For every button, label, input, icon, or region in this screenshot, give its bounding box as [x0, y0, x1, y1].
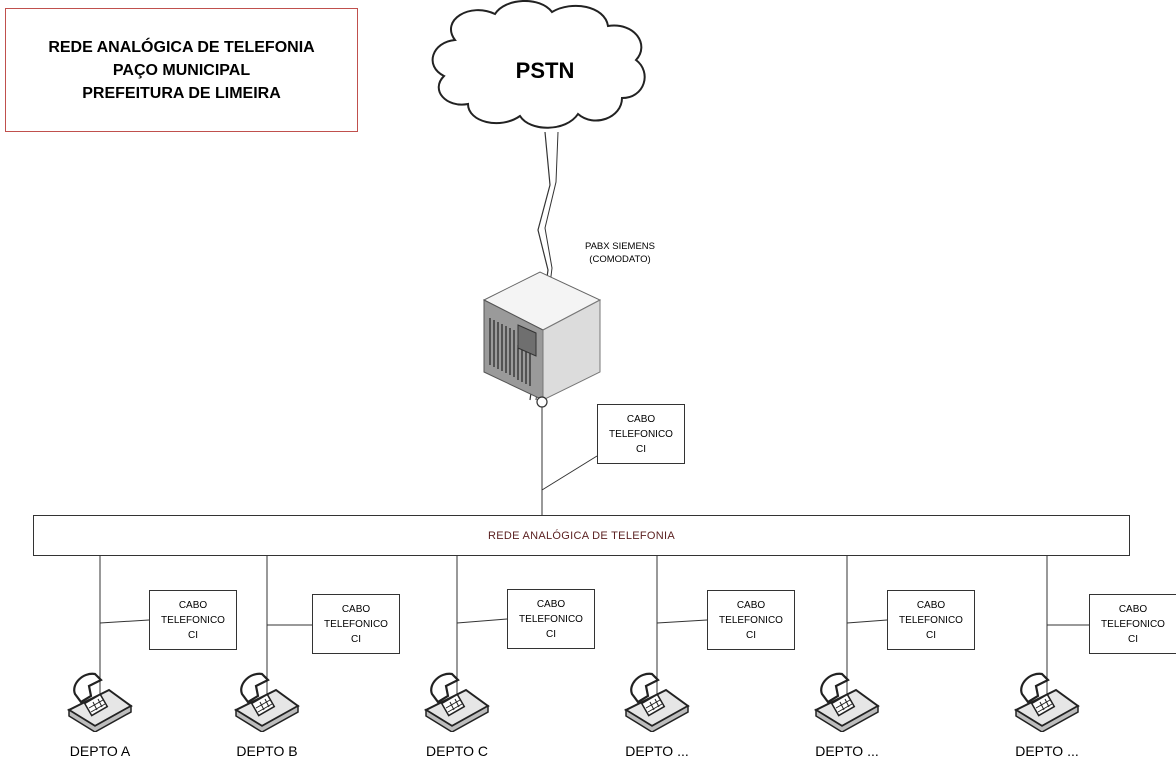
title-line-2: PAÇO MUNICIPAL — [112, 61, 251, 79]
cable-line-3: CI — [1128, 633, 1138, 645]
cable-leader-a — [99, 619, 150, 624]
main-cable-box: CABO TELEFONICO CI — [597, 404, 685, 464]
cable-line-1: CABO — [341, 603, 371, 615]
cable-line-1: CABO — [1118, 603, 1148, 615]
cable-line-1: CABO — [536, 598, 566, 610]
cable-line-3: CI — [351, 633, 361, 645]
pabx-label: PABX SIEMENS (COMODATO) — [570, 240, 670, 266]
cable-line-3: CI — [188, 629, 198, 641]
main-cable-leader — [541, 455, 598, 491]
cable-line-1: CABO — [178, 599, 208, 611]
pabx-label-line-2: (COMODATO) — [589, 254, 651, 265]
branch-cable-box: CABO TELEFONICO CI — [149, 590, 237, 650]
dept-label: DEPTO C — [426, 743, 488, 759]
cable-line-3: CI — [926, 629, 936, 641]
branch-cable-box: CABO TELEFONICO CI — [707, 590, 795, 650]
cable-line-2: TELEFONICO — [519, 613, 583, 625]
pabx-label-line-1: PABX SIEMENS — [584, 241, 656, 252]
cable-line-2: TELEFONICO — [609, 428, 673, 440]
branch-cable-box: CABO TELEFONICO CI — [312, 594, 400, 654]
branch-cable-box: CABO TELEFONICO CI — [887, 590, 975, 650]
dept-label: DEPTO A — [69, 743, 131, 759]
cable-leader-d — [656, 619, 708, 624]
dept-label: DEPTO ... — [625, 743, 689, 759]
pstn-cloud — [431, 0, 646, 129]
cable-leader-e — [846, 619, 888, 624]
telephone-icon — [423, 672, 490, 732]
diagram-title-box: REDE ANALÓGICA DE TELEFONIA PAÇO MUNICIP… — [5, 8, 358, 132]
cable-line-3: CI — [546, 628, 556, 640]
cable-leader-c — [456, 618, 508, 624]
title-line-3: PREFEITURA DE LIMEIRA — [82, 84, 281, 102]
pstn-label: PSTN — [515, 58, 575, 83]
cable-line-3: CI — [636, 443, 646, 455]
pabx-port — [536, 396, 548, 408]
branch-cable-box: CABO TELEFONICO CI — [507, 589, 595, 649]
cable-line-2: TELEFONICO — [324, 618, 388, 630]
pabx-server-icon — [482, 271, 602, 401]
title-line-1: REDE ANALÓGICA DE TELEFONIA — [48, 38, 315, 56]
dept-label: DEPTO ... — [1015, 743, 1079, 759]
cable-line-1: CABO — [916, 599, 946, 611]
cable-line-3: CI — [746, 629, 756, 641]
network-label: REDE ANALÓGICA DE TELEFONIA — [487, 529, 675, 542]
cable-line-2: TELEFONICO — [1101, 618, 1165, 630]
cable-line-1: CABO — [626, 413, 656, 425]
telephone-icon — [233, 672, 300, 732]
analog-network-bar: REDE ANALÓGICA DE TELEFONIA — [33, 515, 1130, 556]
telephone-icon — [813, 672, 880, 732]
branch-cable-box: CABO TELEFONICO CI — [1089, 594, 1176, 654]
telephone-icon — [623, 672, 690, 732]
cable-line-2: TELEFONICO — [161, 614, 225, 626]
telephone-icon — [1013, 672, 1080, 732]
cable-line-2: TELEFONICO — [719, 614, 783, 626]
cable-line-1: CABO — [736, 599, 766, 611]
cable-line-2: TELEFONICO — [899, 614, 963, 626]
dept-label: DEPTO B — [236, 743, 298, 759]
telephone-icon — [66, 672, 133, 732]
dept-label: DEPTO ... — [815, 743, 879, 759]
